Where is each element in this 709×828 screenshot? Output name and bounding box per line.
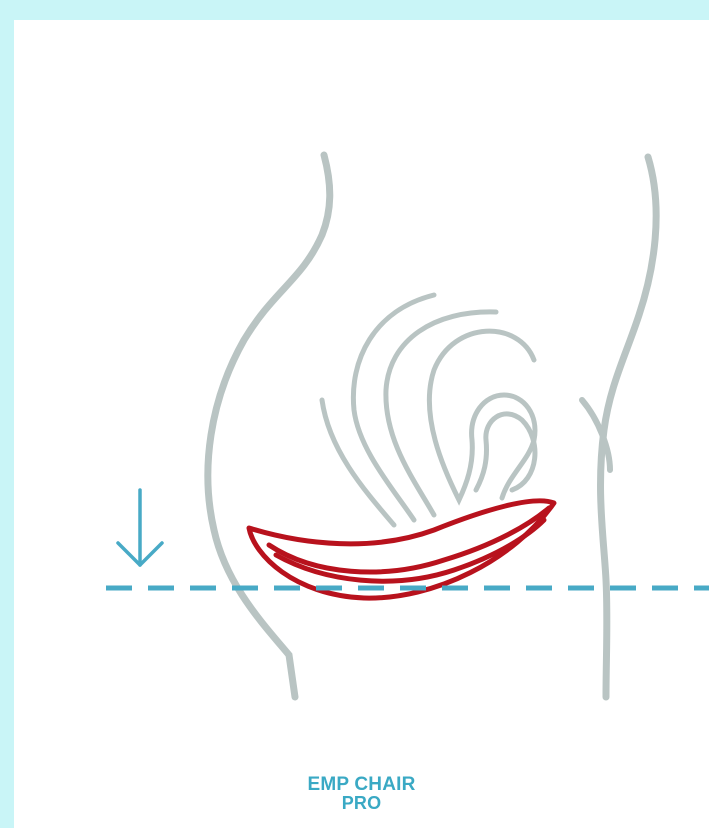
illustration-panel: EMP CHAIR PRO: [14, 20, 709, 828]
logo-line-1: EMP CHAIR: [14, 775, 709, 794]
body-outline-front: [208, 155, 330, 697]
brand-logo: EMP CHAIR PRO: [14, 775, 709, 813]
logo-line-2-text: PRO: [342, 793, 382, 813]
down-arrow-icon: [118, 490, 162, 565]
logo-line-2: PRO: [14, 794, 709, 813]
pelvic-illustration: [14, 20, 709, 828]
pelvic-floor-muscle: [249, 501, 554, 598]
body-outline-back: [601, 157, 657, 697]
organ-lines: [322, 295, 535, 525]
